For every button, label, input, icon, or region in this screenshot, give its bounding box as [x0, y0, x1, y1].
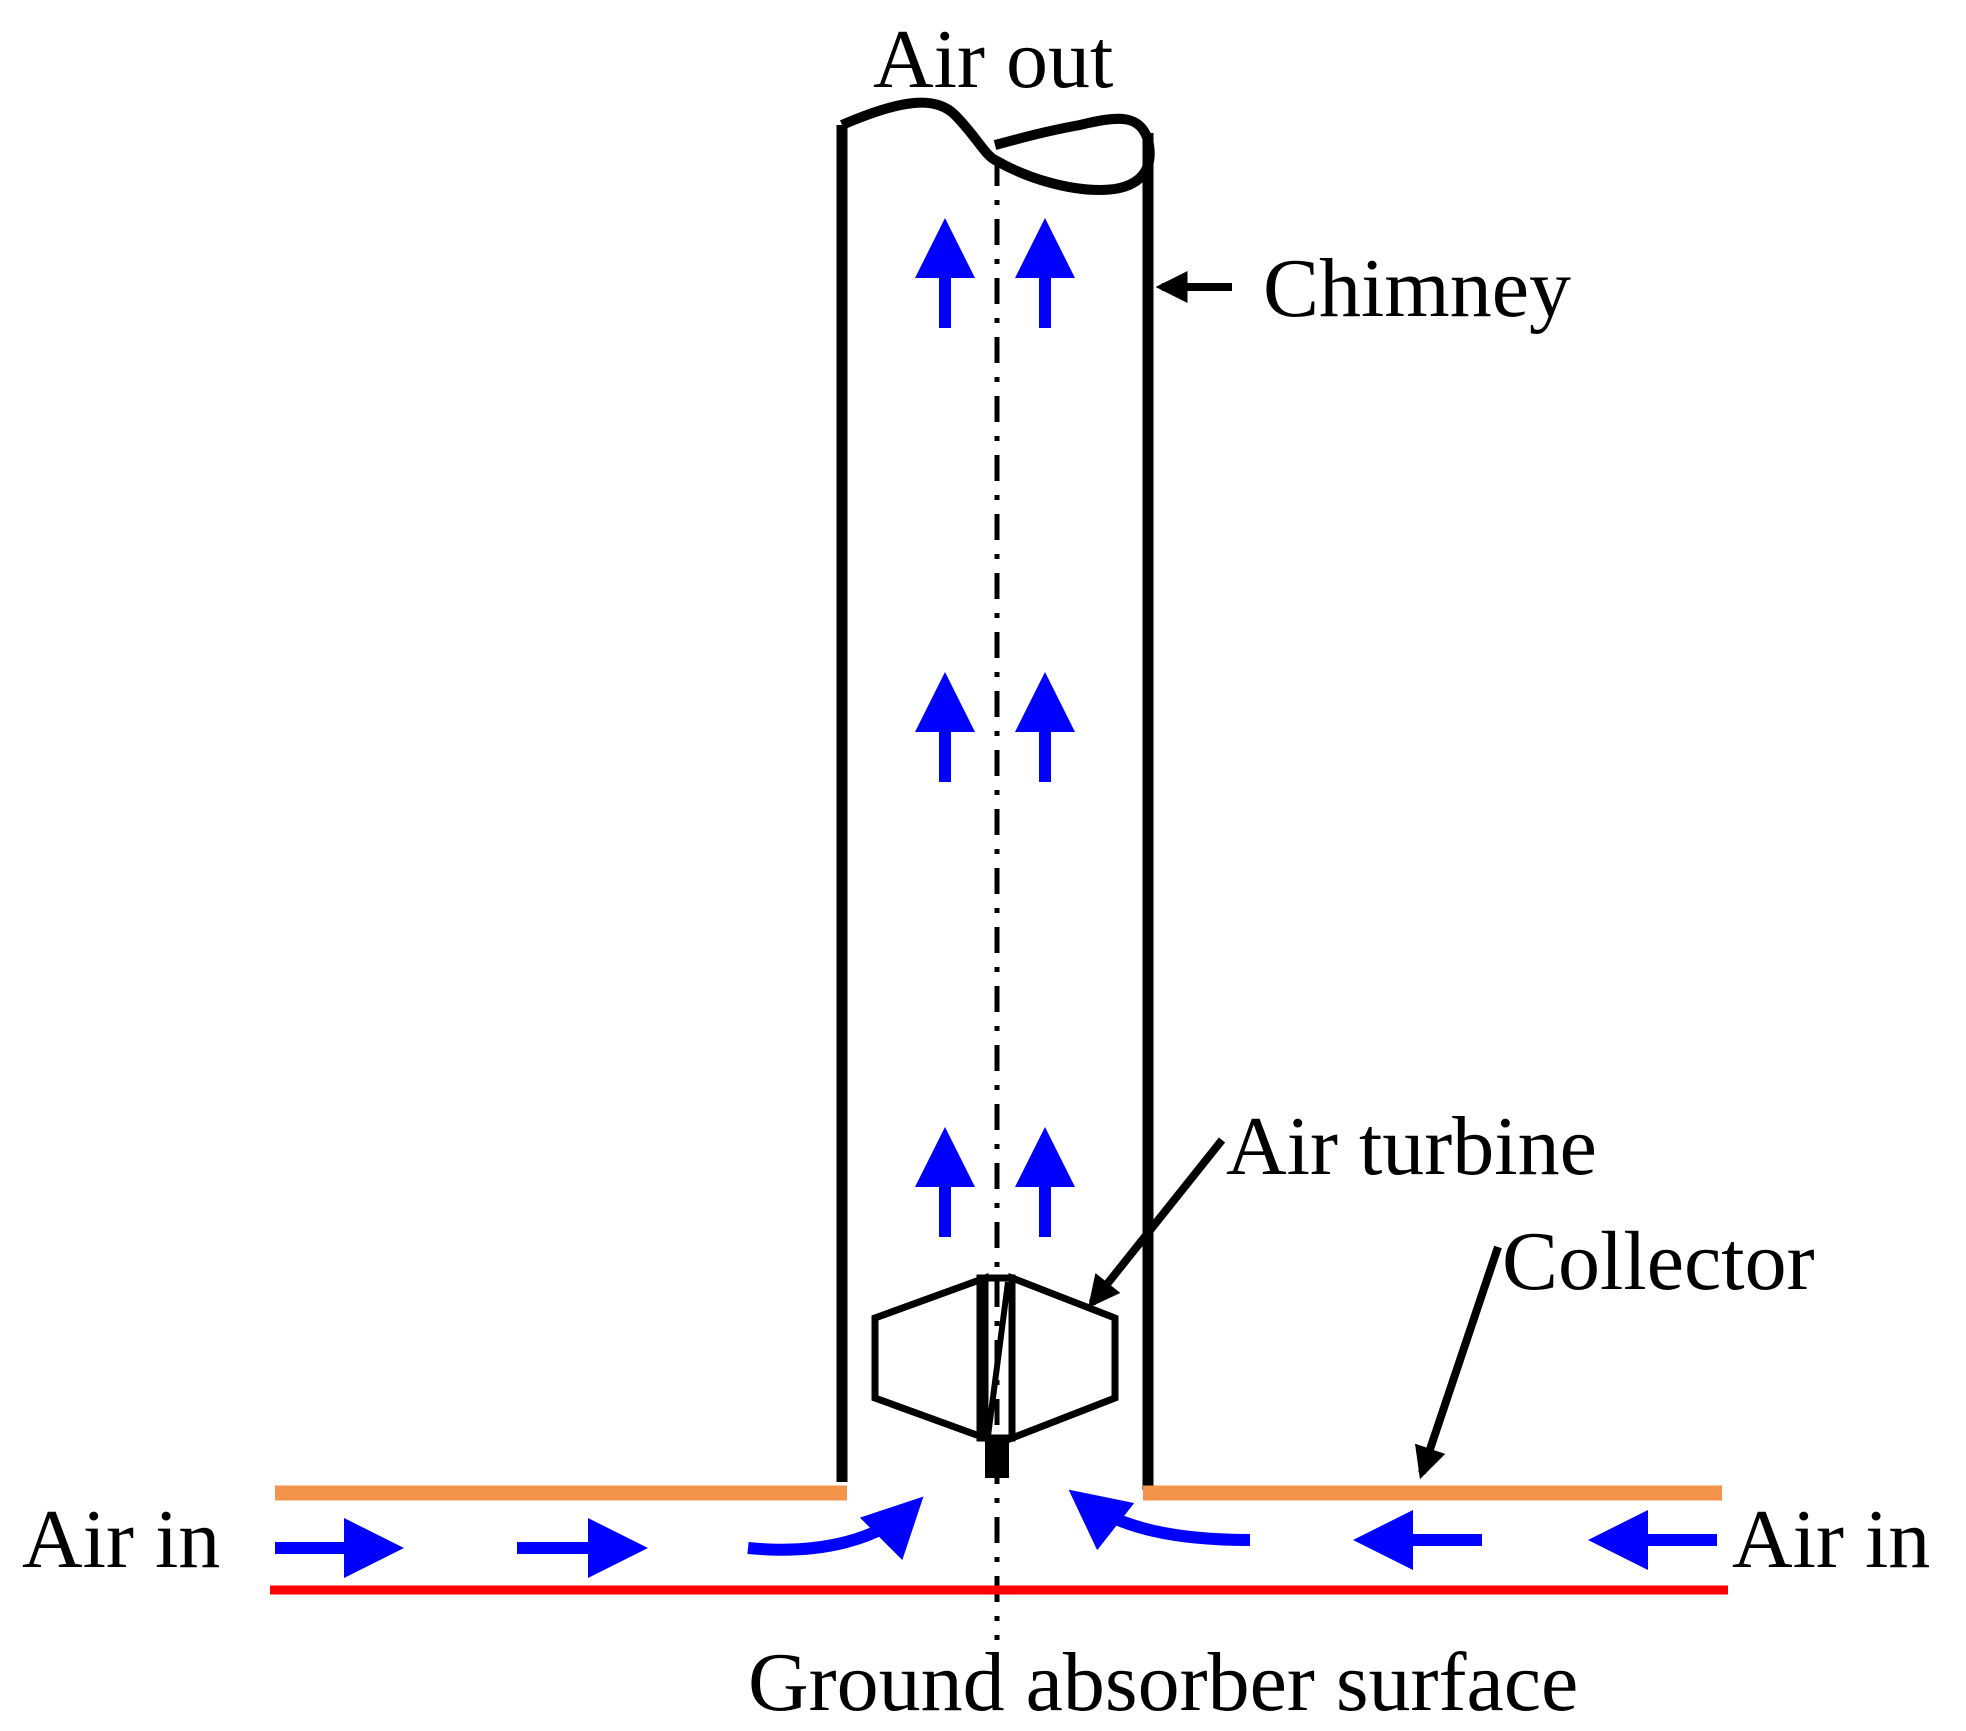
- turbine-left-blade: [871, 1273, 989, 1443]
- turbine-shaft: [985, 1438, 1009, 1478]
- turbine-pointer-arrow: [1088, 1137, 1226, 1309]
- air-out-label: Air out: [873, 13, 1113, 106]
- chimney-label: Chimney: [1263, 242, 1571, 335]
- airflow-curve-arrow: [747, 1496, 924, 1561]
- air-in-right-label: Air in: [1732, 1493, 1930, 1586]
- air-turbine: [871, 1272, 1119, 1478]
- chimney-airflow-arrows: [915, 218, 1075, 1237]
- air-turbine-label: Air turbine: [1226, 1100, 1597, 1193]
- chimney-top-outline: [840, 97, 1155, 196]
- ground-absorber-label: Ground absorber surface: [748, 1636, 1578, 1729]
- airflow-curve-arrow: [1068, 1489, 1251, 1551]
- turbine-right-blade: [1008, 1272, 1119, 1444]
- air-in-left-label: Air in: [22, 1493, 220, 1586]
- collector-label: Collector: [1502, 1215, 1815, 1308]
- inflow-arrows-left: [275, 1496, 924, 1578]
- inflow-arrows-right: [1068, 1489, 1717, 1570]
- collector-pointer-arrow: [1414, 1245, 1502, 1480]
- turbine-blade-pitch: [985, 1281, 1011, 1437]
